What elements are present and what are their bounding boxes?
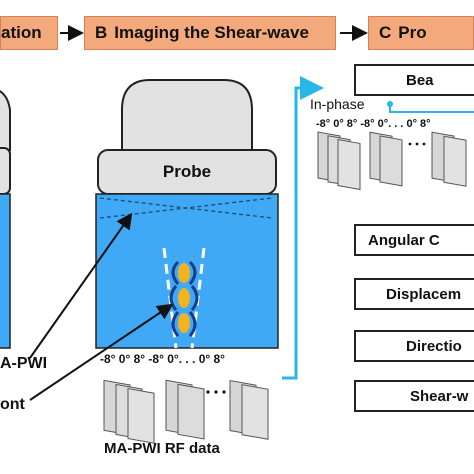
stage-a-label: ation [1,23,42,42]
shear-arc-r2 [190,285,199,311]
stage-b-letter: B [95,23,108,42]
process-box-displacement-label: Displacem [386,285,462,303]
stage-c-header: C Pro [368,16,474,50]
angle-sequence-right: -8° 0° 8° -8° 0°. . . 0° 8° [316,118,431,130]
shear-arc-l1 [171,260,180,285]
stage-c-label: Pro [398,23,427,42]
stage-c-letter: C [379,23,392,42]
process-box-displacement: Displacem [354,278,474,310]
inphase-dot [387,101,393,107]
process-box-shearwave: Shear-w [354,380,474,412]
pointer-arrow-planewave [29,212,133,359]
left-tissue [0,193,11,349]
shear-arc-r1 [188,260,197,285]
shear-arc-r3 [188,311,197,337]
process-box-shearwave-label: Shear-w [410,387,469,405]
label-ma-pwi: A-PWI [0,355,48,372]
process-box-direction-label: Directio [406,337,462,355]
process-box-beamforming-label: Bea [406,71,434,89]
left-probe-base [0,147,11,195]
rf-data-label: MA-PWI RF data [104,440,220,457]
stage-b-label: Imaging the Shear-wave [114,23,309,42]
shear-arc-l2 [169,285,178,311]
rf-frame-stack-right [317,131,467,191]
rf-ellipsis-dots-right [408,142,426,146]
probe-dome [121,79,253,153]
shear-focus-2 [178,288,190,308]
probe-label: Probe [162,162,212,181]
data-flow-connector [282,76,324,380]
process-box-angular: Angular C [354,224,474,256]
pointer-arrow-shearwave [29,303,174,401]
rf-ellipsis-dots [206,390,226,394]
shear-focus-1 [178,263,190,283]
process-box-angular-label: Angular C [368,231,440,249]
angle-sequence-probe: -8° 0° 8° -8° 0°. . . 0° 8° [100,352,225,366]
process-box-direction: Directio [354,330,474,362]
stage-b-header: B Imaging the Shear-wave [84,16,336,50]
stage-a-header: ation [0,16,58,50]
process-box-beamforming: Bea [354,64,474,96]
inphase-label: In-phase [310,96,365,112]
inphase-connector [389,104,474,113]
rf-frame-stack-probe [103,379,269,444]
shear-focus-3 [178,313,190,333]
label-shear-front: ont [0,396,25,413]
shear-arc-l3 [171,311,180,337]
left-probe-dome [0,90,11,151]
